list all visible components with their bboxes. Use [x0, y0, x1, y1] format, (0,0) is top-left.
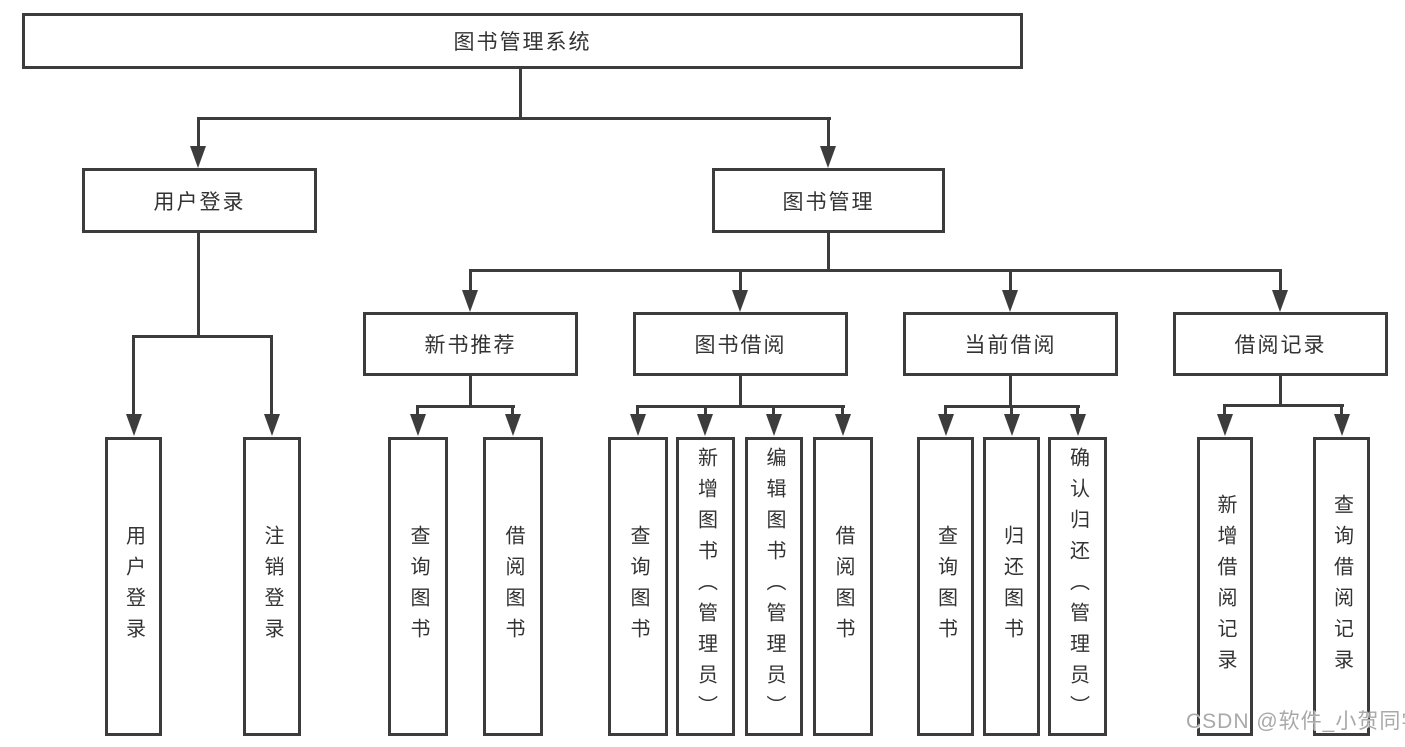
connector-line [197, 117, 831, 120]
arrow-down [462, 290, 478, 312]
connector-line [1010, 405, 1013, 417]
watermark: CSDN @软件_小贺同学 [1186, 710, 1405, 733]
arrow-down [190, 146, 206, 168]
connector-line [772, 405, 775, 417]
connector-line [511, 405, 514, 417]
arrow-down [732, 290, 748, 312]
leaf-user-login: 用户登录 [105, 437, 162, 736]
leaf-query-books-current: 查询图书 [917, 437, 974, 736]
arrow-down [1217, 414, 1233, 436]
arrow-down [505, 414, 521, 436]
arrow-down [766, 414, 782, 436]
node-root: 图书管理系统 [22, 13, 1023, 69]
connector-line [636, 405, 639, 417]
connector-line [197, 117, 200, 148]
connector-line [1279, 375, 1282, 407]
leaf-add-borrow-record: 新增借阅记录 [1197, 437, 1253, 736]
connector-line [197, 231, 200, 338]
connector-line [1076, 405, 1079, 417]
leaf-borrow-books-recommend: 借阅图书 [483, 437, 543, 736]
connector-line [1340, 404, 1343, 417]
connector-line [416, 405, 515, 408]
arrow-down [410, 414, 426, 436]
leaf-return-book: 归还图书 [983, 437, 1040, 736]
leaf-query-books-borrow: 查询图书 [608, 437, 668, 736]
leaf-logout: 注销登录 [243, 437, 301, 736]
arrow-down [126, 414, 142, 436]
arrow-down [1334, 414, 1350, 436]
leaf-query-books-recommend: 查询图书 [388, 437, 448, 736]
connector-line [1223, 404, 1344, 407]
leaf-edit-book-admin: 编辑图书（管理员） [745, 437, 803, 736]
arrow-down [697, 414, 713, 436]
connector-line [1279, 269, 1282, 292]
arrow-down [264, 414, 280, 436]
connector-line [827, 117, 830, 148]
node-user-login: 用户登录 [82, 168, 317, 233]
arrow-down [938, 414, 954, 436]
connector-line [827, 231, 830, 272]
arrow-down [1004, 414, 1020, 436]
connector-line [469, 375, 472, 408]
leaf-query-borrow-record: 查询借阅记录 [1313, 437, 1370, 736]
connector-line [469, 269, 1282, 272]
node-book-management: 图书管理 [712, 168, 945, 233]
arrow-down [1070, 414, 1086, 436]
node-book-borrow: 图书借阅 [633, 312, 848, 376]
arrow-down [835, 414, 851, 436]
arrow-down [1272, 290, 1288, 312]
connector-line [1223, 404, 1226, 417]
connector-line [704, 405, 707, 417]
connector-line [841, 405, 844, 417]
leaf-add-book-admin: 新增图书（管理员） [676, 437, 735, 736]
connector-line [132, 335, 135, 415]
connector-line [132, 335, 273, 338]
connector-line [944, 405, 947, 417]
connector-line [270, 335, 273, 415]
leaf-borrow-books: 借阅图书 [813, 437, 873, 736]
arrow-down [630, 414, 646, 436]
node-borrow-records: 借阅记录 [1173, 312, 1388, 376]
arrow-down [820, 146, 836, 168]
connector-line [636, 405, 845, 408]
connector-line [469, 269, 472, 292]
node-current-borrow: 当前借阅 [903, 312, 1118, 376]
connector-line [519, 68, 522, 118]
connector-line [1009, 269, 1012, 292]
arrow-down [1002, 290, 1018, 312]
connector-line [1009, 375, 1012, 408]
node-new-book-recommend: 新书推荐 [363, 312, 578, 376]
leaf-confirm-return-admin: 确认归还（管理员） [1048, 437, 1107, 736]
connector-line [416, 405, 419, 417]
connector-line [739, 375, 742, 408]
connector-line [739, 269, 742, 292]
